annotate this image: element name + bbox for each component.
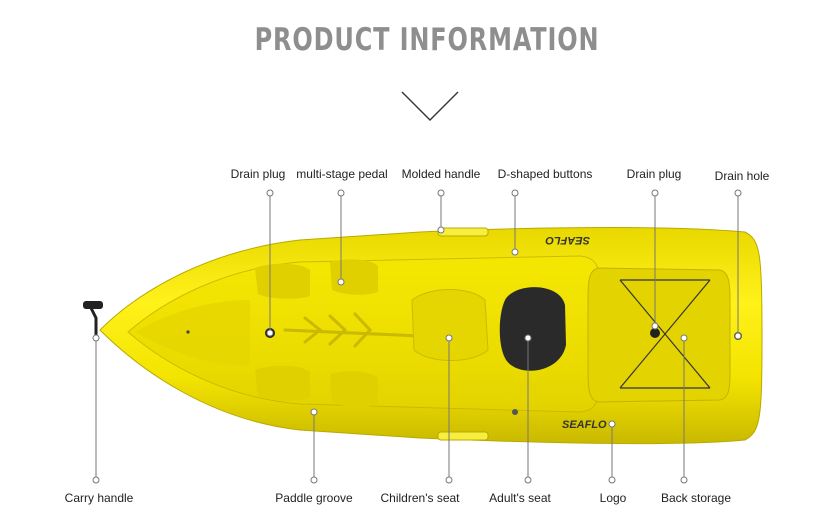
chevron-down-icon (401, 91, 459, 121)
label-drain-plug-rear: Drain plug (626, 167, 682, 181)
label-carry-handle: Carry handle (64, 491, 134, 505)
brand-text-top: SEAFLO (545, 234, 590, 246)
label-d-shaped-buttons: D-shaped buttons (497, 167, 593, 181)
label-logo: Logo (599, 491, 627, 505)
brand-text-bottom: SEAFLO (562, 419, 607, 431)
kayak-hull (83, 227, 763, 445)
label-multi-stage-pedal: multi-stage pedal (296, 167, 388, 181)
adult-seat-pad (499, 287, 566, 371)
label-back-storage: Back storage (660, 491, 732, 505)
page-title: PRODUCT INFORMATION (254, 22, 600, 58)
carry-handle-icon (83, 301, 103, 309)
label-paddle-groove: Paddle groove (275, 491, 353, 505)
label-drain-hole: Drain hole (714, 169, 770, 183)
label-adults-seat: Adult's seat (489, 491, 551, 505)
drain-plug-rear-icon (650, 328, 660, 338)
bungee-cords (619, 279, 711, 389)
label-molded-handle: Molded handle (401, 167, 481, 181)
label-childrens-seat: Children's seat (380, 491, 460, 505)
label-drain-plug-front: Drain plug (230, 167, 286, 181)
